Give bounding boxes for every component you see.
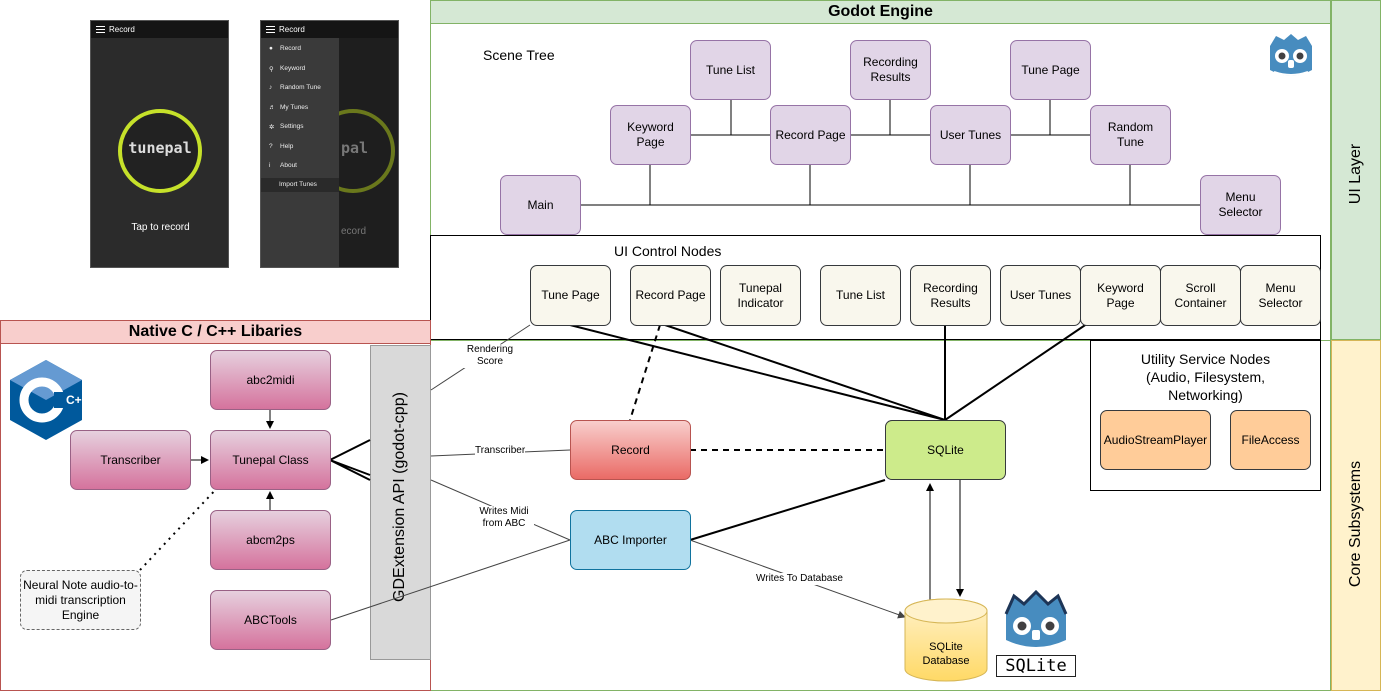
scene-node-record-page[interactable]: Record Page [770,105,851,165]
menu-item-icon: i [269,162,271,169]
native-node-abc2midi[interactable]: abc2midi [210,350,331,410]
ui-control-label: UI Control Nodes [614,243,722,259]
menu-item-random-tune[interactable]: ♪ Random Tune [261,81,339,95]
scene-node-keyword-page[interactable]: Keyword Page [610,105,691,165]
native-node-neural-note[interactable]: Neural Note audio-to-midi transcription … [20,570,141,630]
menu-item-about[interactable]: i About [261,159,339,173]
ui-node-recording-results[interactable]: Recording Results [910,265,991,326]
scene-node-recording-results[interactable]: Recording Results [850,40,931,100]
scene-node-main[interactable]: Main [500,175,581,235]
sqlite-node[interactable]: SQLite [885,420,1006,480]
ui-layer-band [1331,0,1381,340]
native-node-transcriber[interactable]: Transcriber [70,430,191,490]
menu-item-label: Help [280,142,294,150]
phone-titlebar-menu: Record [261,21,398,38]
ui-node-tune-list[interactable]: Tune List [820,265,901,326]
record-node[interactable]: Record [570,420,691,480]
phone-title-menu: Record [279,25,305,34]
hamburger-menu-icon[interactable] [266,26,275,33]
edge-label-rendering-score: Rendering Score [460,344,520,368]
menu-item-label: Keyword [280,64,306,72]
edge-label-writes-midi: Writes Midi from ABC [474,506,534,530]
core-separator [430,340,1331,341]
godot-engine-header: Godot Engine [430,0,1331,24]
menu-item-icon: ✲ [269,124,275,131]
native-header: Native C / C++ Libaries [0,320,431,344]
native-node-abctools[interactable]: ABCTools [210,590,331,650]
menu-item-icon: ● [269,45,273,52]
ui-node-tunepal-indicator[interactable]: Tunepal Indicator [720,265,801,326]
ui-node-keyword-page[interactable]: Keyword Page [1080,265,1161,326]
abc-importer-node[interactable]: ABC Importer [570,510,691,570]
scene-node-tune-list[interactable]: Tune List [690,40,771,100]
ui-node-tune-page[interactable]: Tune Page [530,265,611,326]
godot-logo-icon [1270,34,1312,76]
menu-item-icon: ♬ [269,103,276,111]
tap-to-record-caption: Tap to record [131,222,190,233]
menu-item-label: Record [280,45,301,52]
tunepal-logo-text: tunepal [128,139,192,157]
hamburger-menu-icon[interactable] [96,26,105,33]
edge-label-transcriber: Transcriber [475,445,526,457]
ui-node-menu-selector[interactable]: Menu Selector [1240,265,1321,326]
sqlite-database-label: SQLite Database [922,641,970,667]
menu-item-my-tunes[interactable]: ♬ My Tunes [261,101,339,115]
menu-item-icon: ♪ [269,84,273,91]
tunepal-logo-ring[interactable] [118,109,202,193]
godot-engine-title: Godot Engine [828,3,933,20]
scene-node-menu-selector[interactable]: Menu Selector [1200,175,1281,235]
sqlite-logo-text: SQLite [996,655,1076,677]
utility-node-fileaccess[interactable]: FileAccess [1230,410,1311,470]
menu-item-help[interactable]: ? Help [261,140,339,154]
menu-item-label: Random Tune [280,84,321,91]
edge-label-writes-db: Writes To Database [756,573,843,585]
menu-item-record[interactable]: ● Record [261,42,339,56]
utility-node-audiostreamplayer[interactable]: AudioStreamPlayer [1100,410,1211,470]
utility-label: Utility Service Nodes (Audio, Filesystem… [1140,351,1271,403]
native-title: Native C / C++ Libaries [128,323,303,340]
menu-item-label: My Tunes [280,103,309,111]
phone-titlebar: Record [91,21,228,38]
sqlite-godot-logo-icon [1004,590,1068,647]
menu-item-label: About [280,162,297,169]
scene-tree-label: Scene Tree [483,47,555,63]
gdextension-bar [370,345,431,660]
scene-node-tune-page[interactable]: Tune Page [1010,40,1091,100]
native-node-tunepal-class[interactable]: Tunepal Class [210,430,331,490]
menu-item-keyword[interactable]: ⚲ Keyword [261,62,339,76]
ui-node-record-page[interactable]: Record Page [630,265,711,326]
scene-node-user-tunes[interactable]: User Tunes [930,105,1011,165]
core-subsystems-band [1331,340,1381,691]
phone-title: Record [109,25,135,34]
cpp-logo-icon: C++ [10,360,84,440]
ui-node-user-tunes[interactable]: User Tunes [1000,265,1081,326]
import-tunes-item[interactable]: Import Tunes [261,178,339,192]
menu-item-label: Settings [280,123,304,130]
menu-item-icon: ? [269,142,273,150]
ui-node-scroll-container[interactable]: Scroll Container [1160,265,1241,326]
bg-logo-text: pal [341,139,369,157]
sqlite-database-cylinder[interactable] [904,598,988,682]
menu-item-settings[interactable]: ✲ Settings [261,120,339,134]
menu-item-icon: ⚲ [269,65,274,73]
side-menu-panel: ● Record ⚲ Keyword ♪ Random Tune ♬ My Tunes ✲ Set… [261,38,339,267]
scene-node-random-tune[interactable]: Random Tune [1090,105,1171,165]
cpp-logo-text: C++ [66,393,84,407]
native-node-abcm2ps[interactable]: abcm2ps [210,510,331,570]
phone-screen-record: Record tunepal Tap to record [90,20,229,268]
bg-caption: ecord [341,226,367,237]
phone-screen-menu: pal ecord ● Record ⚲ Keyword ♪ Random Tune ♬ My… [260,20,399,268]
